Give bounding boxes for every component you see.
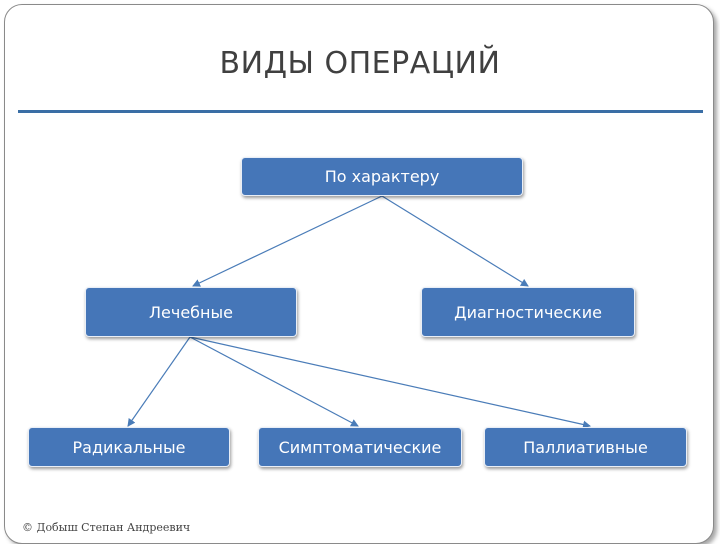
node-palliativnye: Паллиативные: [484, 427, 687, 467]
node-label: Диагностические: [454, 302, 602, 322]
footer-copyright: © Добыш Степан Андреевич: [22, 521, 191, 534]
node-label: Лечебные: [149, 302, 233, 322]
node-lechebnye: Лечебные: [85, 287, 297, 337]
connector-root-to-diagnosticheskie: [381, 195, 529, 287]
connector-lechebnye-to-palliativnye: [189, 336, 591, 429]
node-label: Паллиативные: [523, 437, 648, 457]
connector-root-to-lechebnye: [192, 195, 383, 287]
connector-lechebnye-to-radikalnye: [127, 336, 191, 427]
node-radikalnye: Радикальные: [28, 427, 230, 467]
node-root-po-harakteru: По характеру: [241, 157, 523, 196]
node-label: По характеру: [324, 167, 440, 186]
connector-lechebnye-to-simptomaticheskie: [189, 336, 359, 427]
node-diagnosticheskie: Диагностические: [421, 287, 635, 337]
slide-title: ВИДЫ ОПЕРАЦИЙ: [219, 46, 501, 81]
node-simptomaticheskie: Симптоматические: [258, 427, 462, 467]
node-label: Радикальные: [72, 437, 186, 457]
node-label: Симптоматические: [278, 437, 442, 457]
title-underline: [18, 110, 703, 113]
